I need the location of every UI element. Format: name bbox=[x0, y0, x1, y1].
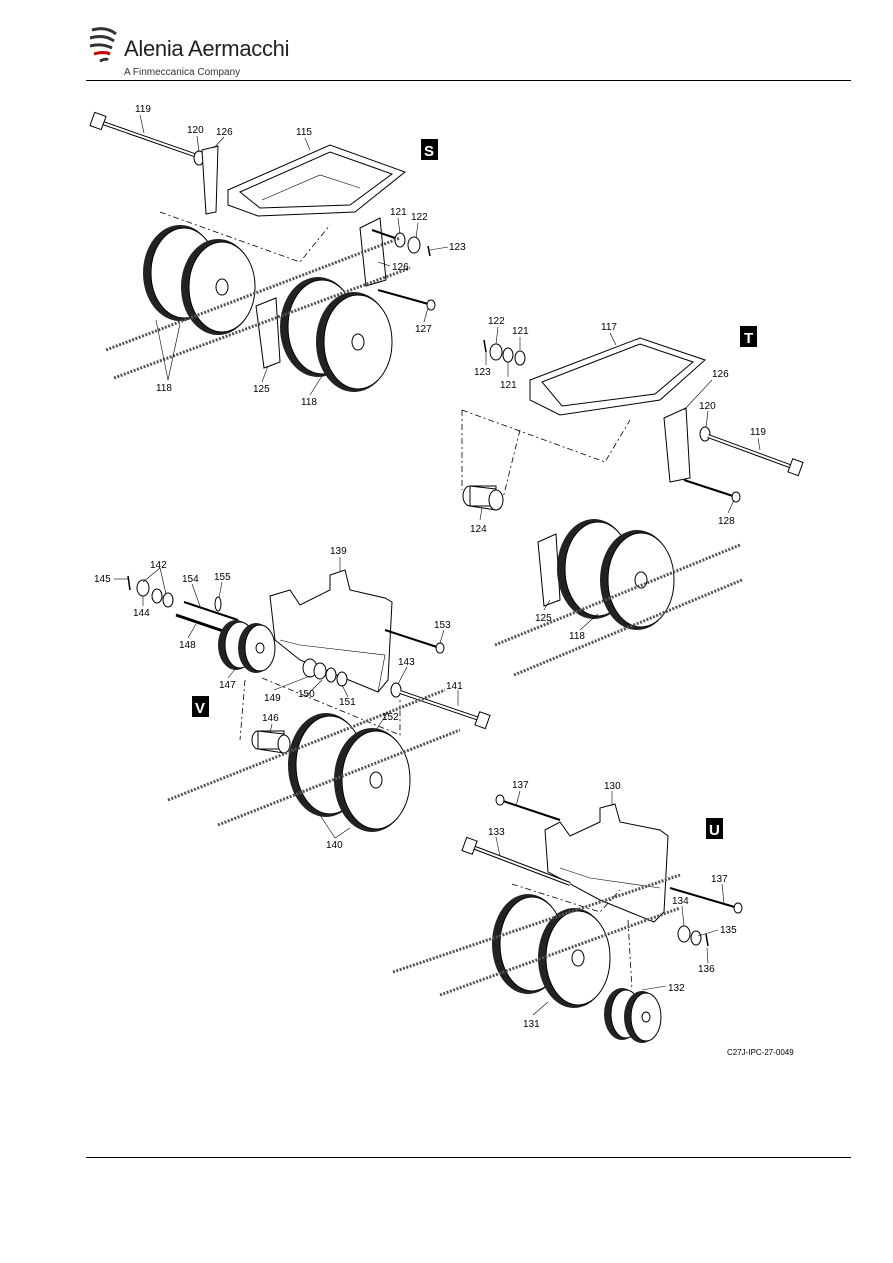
callout-v-142: 142 bbox=[150, 560, 167, 571]
callout-v-155: 155 bbox=[214, 572, 231, 583]
callout-v-148: 148 bbox=[179, 640, 196, 651]
callout-u-137b: 137 bbox=[711, 874, 728, 885]
callout-v-141: 141 bbox=[446, 681, 463, 692]
callout-s-122: 122 bbox=[411, 212, 428, 223]
callout-t-123: 123 bbox=[474, 367, 491, 378]
view-t-assembly: T 122 121 117 123 121 126 120 119 124 12… bbox=[461, 316, 804, 677]
callout-v-154: 154 bbox=[182, 574, 199, 585]
callout-t-124: 124 bbox=[470, 524, 487, 535]
callout-s-115: 115 bbox=[296, 127, 312, 138]
callout-s-120: 120 bbox=[187, 125, 204, 136]
view-label-v: V bbox=[195, 700, 205, 717]
view-label-s: S bbox=[424, 143, 434, 160]
header-rule bbox=[86, 80, 851, 81]
callout-u-133: 133 bbox=[488, 827, 505, 838]
callout-t-117: 117 bbox=[601, 322, 617, 333]
view-label-t: T bbox=[744, 330, 753, 347]
callout-v-139: 139 bbox=[330, 546, 347, 557]
footer-rule bbox=[86, 1157, 851, 1158]
callout-v-140: 140 bbox=[326, 840, 343, 851]
callout-v-153: 153 bbox=[434, 620, 451, 631]
callout-u-132: 132 bbox=[668, 983, 685, 994]
callout-s-119: 119 bbox=[135, 104, 151, 115]
callout-u-131: 131 bbox=[523, 1019, 540, 1030]
view-label-u: U bbox=[709, 822, 720, 839]
logo-mark-icon bbox=[86, 24, 126, 64]
callout-u-137: 137 bbox=[512, 780, 529, 791]
callout-u-130: 130 bbox=[604, 781, 621, 792]
callout-s-121: 121 bbox=[390, 207, 407, 218]
view-s-assembly: S 119 120 126 115 121 122 123 126 127 11… bbox=[89, 104, 466, 408]
callout-t-125: 125 bbox=[535, 613, 552, 624]
callout-s-127: 127 bbox=[415, 324, 432, 335]
callout-v-144: 144 bbox=[133, 608, 150, 619]
callout-v-146: 146 bbox=[262, 713, 279, 724]
callout-s-118b: 118 bbox=[301, 397, 317, 408]
callout-t-126: 126 bbox=[712, 369, 729, 380]
callout-s-123: 123 bbox=[449, 242, 466, 253]
callout-s-118: 118 bbox=[156, 383, 172, 394]
callout-v-147: 147 bbox=[219, 680, 236, 691]
callout-t-121: 121 bbox=[512, 326, 529, 337]
callout-u-136: 136 bbox=[698, 964, 715, 975]
callout-v-150: 150 bbox=[298, 689, 315, 700]
callout-u-135: 135 bbox=[720, 925, 737, 936]
brand-name: Alenia Aermacchi bbox=[124, 36, 290, 61]
callout-v-151: 151 bbox=[339, 697, 356, 708]
callout-s-126b: 126 bbox=[392, 262, 409, 273]
view-v-assembly: V 139 145 142 154 155 144 153 148 143 14… bbox=[94, 546, 491, 851]
callout-v-145: 145 bbox=[94, 574, 111, 585]
callout-s-126: 126 bbox=[216, 127, 233, 138]
callout-t-118: 118 bbox=[569, 631, 585, 642]
callout-u-134: 134 bbox=[672, 896, 689, 907]
callout-t-119: 119 bbox=[750, 427, 766, 438]
callout-t-120: 120 bbox=[699, 401, 716, 412]
callout-v-149: 149 bbox=[264, 693, 281, 704]
callout-v-152: 152 bbox=[382, 712, 399, 723]
callout-t-121b: 121 bbox=[500, 380, 517, 391]
figure-code: C27J-IPC-27-0049 bbox=[727, 1048, 794, 1057]
callout-t-128: 128 bbox=[718, 516, 735, 527]
callout-v-143: 143 bbox=[398, 657, 415, 668]
view-u-assembly: U 137 130 133 137 134 135 136 132 131 bbox=[392, 780, 743, 1043]
brand-subtitle: A Finmeccanica Company bbox=[124, 67, 241, 78]
callout-t-122: 122 bbox=[488, 316, 505, 327]
callout-s-125: 125 bbox=[253, 384, 270, 395]
